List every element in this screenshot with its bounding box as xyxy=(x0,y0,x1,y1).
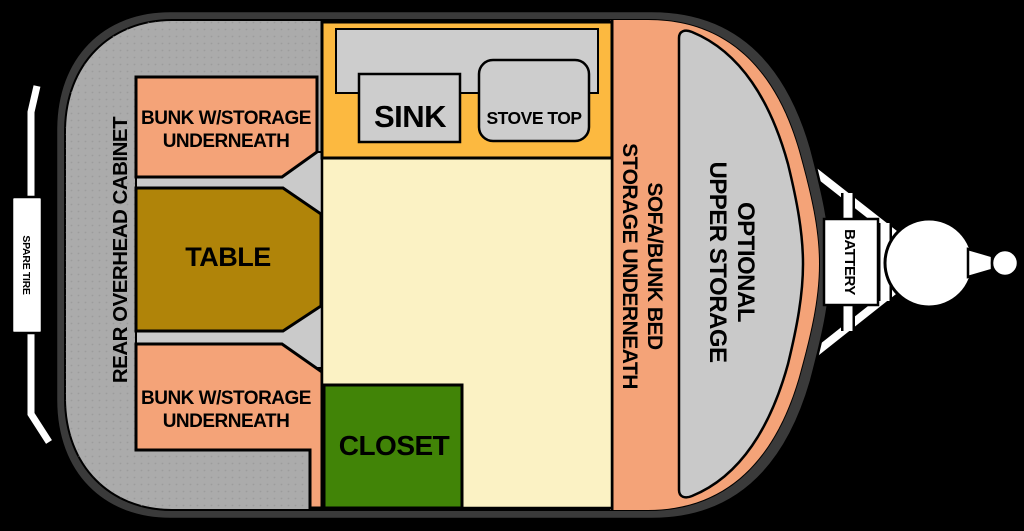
stove-top-label: STOVE TOP xyxy=(486,108,582,128)
upper-storage-compartment: OPTIONAL UPPER STORAGE xyxy=(677,29,805,499)
table-label: TABLE xyxy=(185,242,271,272)
battery: BATTERY xyxy=(822,217,880,307)
closet-label: CLOSET xyxy=(339,430,450,461)
closet-shape xyxy=(322,383,464,510)
bunk-bottom: BUNK W/STORAGE UNDERNEATH xyxy=(134,342,324,510)
spare-tire xyxy=(10,195,44,335)
sofa-label-line1: SOFA/BUNK BED xyxy=(643,182,666,350)
bunk-top-label-line1: BUNK W/STORAGE xyxy=(141,108,311,129)
sofa-label-line2: STORAGE UNDERNEATH xyxy=(618,143,641,389)
bunk-bottom-label-line1: BUNK W/STORAGE xyxy=(141,388,311,409)
bunk-top-label-line2: UNDERNEATH xyxy=(163,131,290,152)
bunk-top: BUNK W/STORAGE UNDERNEATH xyxy=(134,75,319,179)
table: TABLE xyxy=(134,186,323,333)
bunk-bottom-label-line2: UNDERNEATH xyxy=(163,411,290,432)
upper-storage-label-line2: UPPER STORAGE xyxy=(704,161,731,363)
propane-tank xyxy=(883,217,975,309)
battery-shape xyxy=(822,217,880,307)
sink-label: SINK xyxy=(374,99,447,134)
spare-tire-label: SPARE TIRE xyxy=(20,235,32,295)
closet: CLOSET xyxy=(322,383,464,510)
spare-tire-assembly: SPARE TIRE xyxy=(10,84,54,445)
hitch-ball xyxy=(990,248,1020,278)
sink: SINK xyxy=(357,72,462,144)
stove-top: STOVE TOP xyxy=(477,58,591,143)
sink-shape xyxy=(357,72,462,144)
bunk-bottom-shape xyxy=(134,342,324,510)
hitch-assembly xyxy=(795,154,1020,371)
upper-storage-label-line1: OPTIONAL xyxy=(732,202,759,322)
sofa-bunk-bed: SOFA/BUNK BED STORAGE UNDERNEATH xyxy=(618,143,666,389)
kitchen-counter: SINK STOVE TOP xyxy=(320,20,614,160)
bunk-top-shape xyxy=(134,75,319,179)
stove-top-shape xyxy=(477,58,591,143)
upper-storage-shape xyxy=(677,29,805,499)
rear-cabinet-label: REAR OVERHEAD CABINET xyxy=(109,116,132,383)
battery-label: BATTERY xyxy=(841,229,858,295)
hitch-coupler xyxy=(966,247,994,279)
